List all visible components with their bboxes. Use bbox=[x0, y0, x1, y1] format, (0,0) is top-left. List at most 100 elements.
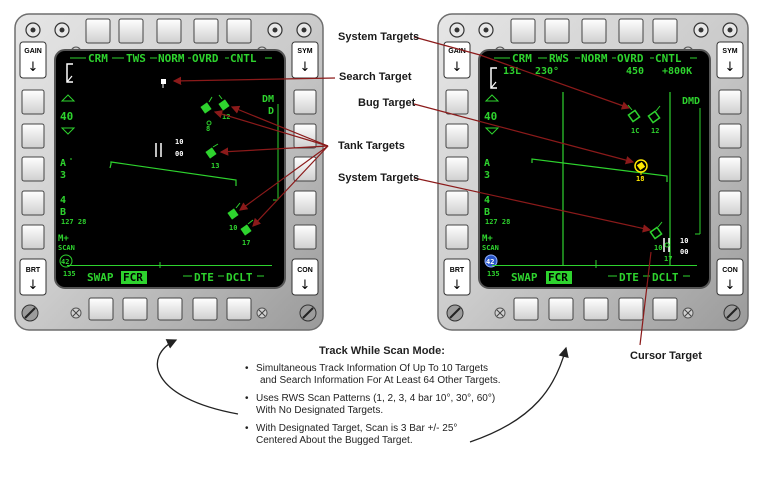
left-circle-val: 42 bbox=[61, 258, 69, 266]
bullet-line: Uses RWS Scan Patterns (1, 2, 3, 4 bar 1… bbox=[256, 393, 496, 404]
right-osb-l5[interactable] bbox=[445, 224, 469, 250]
bullet-line: and Search Information For At Least 64 O… bbox=[260, 375, 501, 386]
left-scan: SCAN bbox=[58, 244, 75, 252]
left-tank-target bbox=[205, 143, 219, 159]
left-osb-r5[interactable] bbox=[293, 224, 317, 250]
right-bar-b: 4 bbox=[484, 195, 490, 206]
right-brt-rocker[interactable]: BRT ↓ bbox=[443, 258, 471, 296]
annotation-system-targets-mid: System Targets bbox=[338, 172, 420, 184]
left-osb-r1[interactable] bbox=[293, 89, 317, 115]
left-osb-1[interactable] bbox=[85, 18, 111, 44]
right-osb-bottom-1[interactable] bbox=[513, 297, 539, 321]
right-bottom-label-selected: FCR bbox=[548, 271, 568, 284]
right-mfd-left-osb-col bbox=[445, 89, 469, 250]
left-gain-rocker[interactable]: GAIN ↓ bbox=[19, 41, 47, 79]
right-osb-l2[interactable] bbox=[445, 123, 469, 149]
left-osb-3[interactable] bbox=[156, 18, 182, 44]
right-scan: SCAN bbox=[482, 244, 499, 252]
right-osb-bottom-2[interactable] bbox=[548, 297, 574, 321]
left-con-rocker[interactable]: CON ↓ bbox=[291, 258, 319, 296]
left-tank-target bbox=[200, 96, 213, 126]
left-osb-l3[interactable] bbox=[21, 156, 45, 182]
down-arrow-icon: ↓ bbox=[300, 60, 311, 75]
left-osb-r4[interactable] bbox=[293, 190, 317, 216]
left-osb-4[interactable] bbox=[193, 18, 219, 44]
right-osb-r3[interactable] bbox=[718, 156, 742, 182]
left-bar-a-val: 3 bbox=[60, 170, 66, 181]
right-con-rocker[interactable]: CON ↓ bbox=[716, 258, 744, 296]
right-osb-bottom-5[interactable] bbox=[652, 297, 678, 321]
right-osb-3[interactable] bbox=[581, 18, 607, 44]
right-heading: 135 bbox=[487, 270, 500, 278]
left-tank-label: 10 bbox=[229, 224, 237, 232]
left-top-label: TWS bbox=[126, 52, 146, 65]
left-osb-l4[interactable] bbox=[21, 190, 45, 216]
right-cursor-target bbox=[649, 221, 663, 240]
right-osb-r5[interactable] bbox=[718, 224, 742, 250]
right-bug-label: 18 bbox=[636, 175, 644, 183]
right-closure: +800K bbox=[662, 66, 692, 77]
right-osb-4[interactable] bbox=[618, 18, 644, 44]
left-bottom-label: DTE bbox=[194, 271, 214, 284]
left-screen-symbology: CRM TWS NORM OVRD CNTL 40 A 3 4 B 1 bbox=[58, 52, 279, 284]
right-top-label: NORM bbox=[581, 52, 608, 65]
right-mfd-right-osb-col bbox=[718, 89, 742, 250]
left-mode-mplus: M+ bbox=[58, 234, 69, 244]
left-osb-l1[interactable] bbox=[21, 89, 45, 115]
right-mfd-screw-br-icon bbox=[723, 304, 741, 322]
right-osb-l1[interactable] bbox=[445, 89, 469, 115]
left-cursor-label: 10 bbox=[175, 138, 183, 146]
left-mfd-bottom-osb-row bbox=[88, 297, 252, 321]
right-osb-l4[interactable] bbox=[445, 190, 469, 216]
left-right-label: DM bbox=[262, 94, 274, 105]
right-osb-2[interactable] bbox=[544, 18, 570, 44]
left-bottom-label-selected: FCR bbox=[123, 271, 143, 284]
annotation-cursor-target: Cursor Target bbox=[630, 350, 702, 362]
right-mfd-screw-bl-icon bbox=[446, 304, 464, 322]
down-arrow-icon: ↓ bbox=[452, 278, 463, 293]
left-mfd-top-osb-row bbox=[85, 18, 252, 44]
left-osb-bottom-4[interactable] bbox=[192, 297, 218, 321]
right-gain-rocker[interactable]: GAIN ↓ bbox=[443, 41, 471, 79]
right-osb-5[interactable] bbox=[652, 18, 678, 44]
left-bar-b: 4 bbox=[60, 195, 66, 206]
left-osb-bottom-2[interactable] bbox=[122, 297, 148, 321]
annotation-search-target: Search Target bbox=[339, 71, 412, 83]
left-osb-r2[interactable] bbox=[293, 123, 317, 149]
right-screen-symbology: CRM RWS NORM OVRD CNTL 13L 230° 450 +800… bbox=[482, 52, 701, 284]
right-osb-r4[interactable] bbox=[718, 190, 742, 216]
mode-description: Track While Scan Mode: Simultaneous Trac… bbox=[243, 345, 573, 453]
description-bullets: Simultaneous Track Information Of Up To … bbox=[243, 363, 573, 447]
left-osb-bottom-5[interactable] bbox=[226, 297, 252, 321]
right-osb-bottom-3[interactable] bbox=[583, 297, 609, 321]
left-heading: 135 bbox=[63, 270, 76, 278]
left-top-label: OVRD bbox=[192, 52, 219, 65]
bullet-line: With Designated Target, Scan is 3 Bar +/… bbox=[256, 423, 458, 434]
bullet-line: Simultaneous Track Information Of Up To … bbox=[256, 363, 488, 374]
right-osb-l3[interactable] bbox=[445, 156, 469, 182]
left-osb-l2[interactable] bbox=[21, 123, 45, 149]
right-top-label: OVRD bbox=[617, 52, 644, 65]
right-right-label: DMD bbox=[682, 96, 700, 107]
left-osb-2[interactable] bbox=[118, 18, 144, 44]
brt-label: BRT bbox=[450, 267, 465, 274]
right-osb-1[interactable] bbox=[510, 18, 536, 44]
right-osb-r1[interactable] bbox=[718, 89, 742, 115]
left-osb-r3[interactable] bbox=[293, 156, 317, 182]
left-osb-5[interactable] bbox=[226, 18, 252, 44]
right-sym-rocker[interactable]: SYM ↓ bbox=[716, 41, 744, 79]
right-mfd-screen bbox=[478, 49, 711, 289]
annotation-system-targets-top: System Targets bbox=[338, 31, 420, 43]
left-brt-rocker[interactable]: BRT ↓ bbox=[19, 258, 47, 296]
right-osb-r2[interactable] bbox=[718, 123, 742, 149]
right-bar-a-val: 3 bbox=[484, 170, 490, 181]
left-osb-l5[interactable] bbox=[21, 224, 45, 250]
left-bottom-label: SWAP bbox=[87, 271, 114, 284]
left-sym-rocker[interactable]: SYM ↓ bbox=[291, 41, 319, 79]
right-osb-bottom-4[interactable] bbox=[618, 297, 644, 321]
left-osb-bottom-3[interactable] bbox=[157, 297, 183, 321]
right-alt: 450 bbox=[626, 66, 644, 77]
right-top-label: CNTL bbox=[655, 52, 682, 65]
left-osb-bottom-1[interactable] bbox=[88, 297, 114, 321]
